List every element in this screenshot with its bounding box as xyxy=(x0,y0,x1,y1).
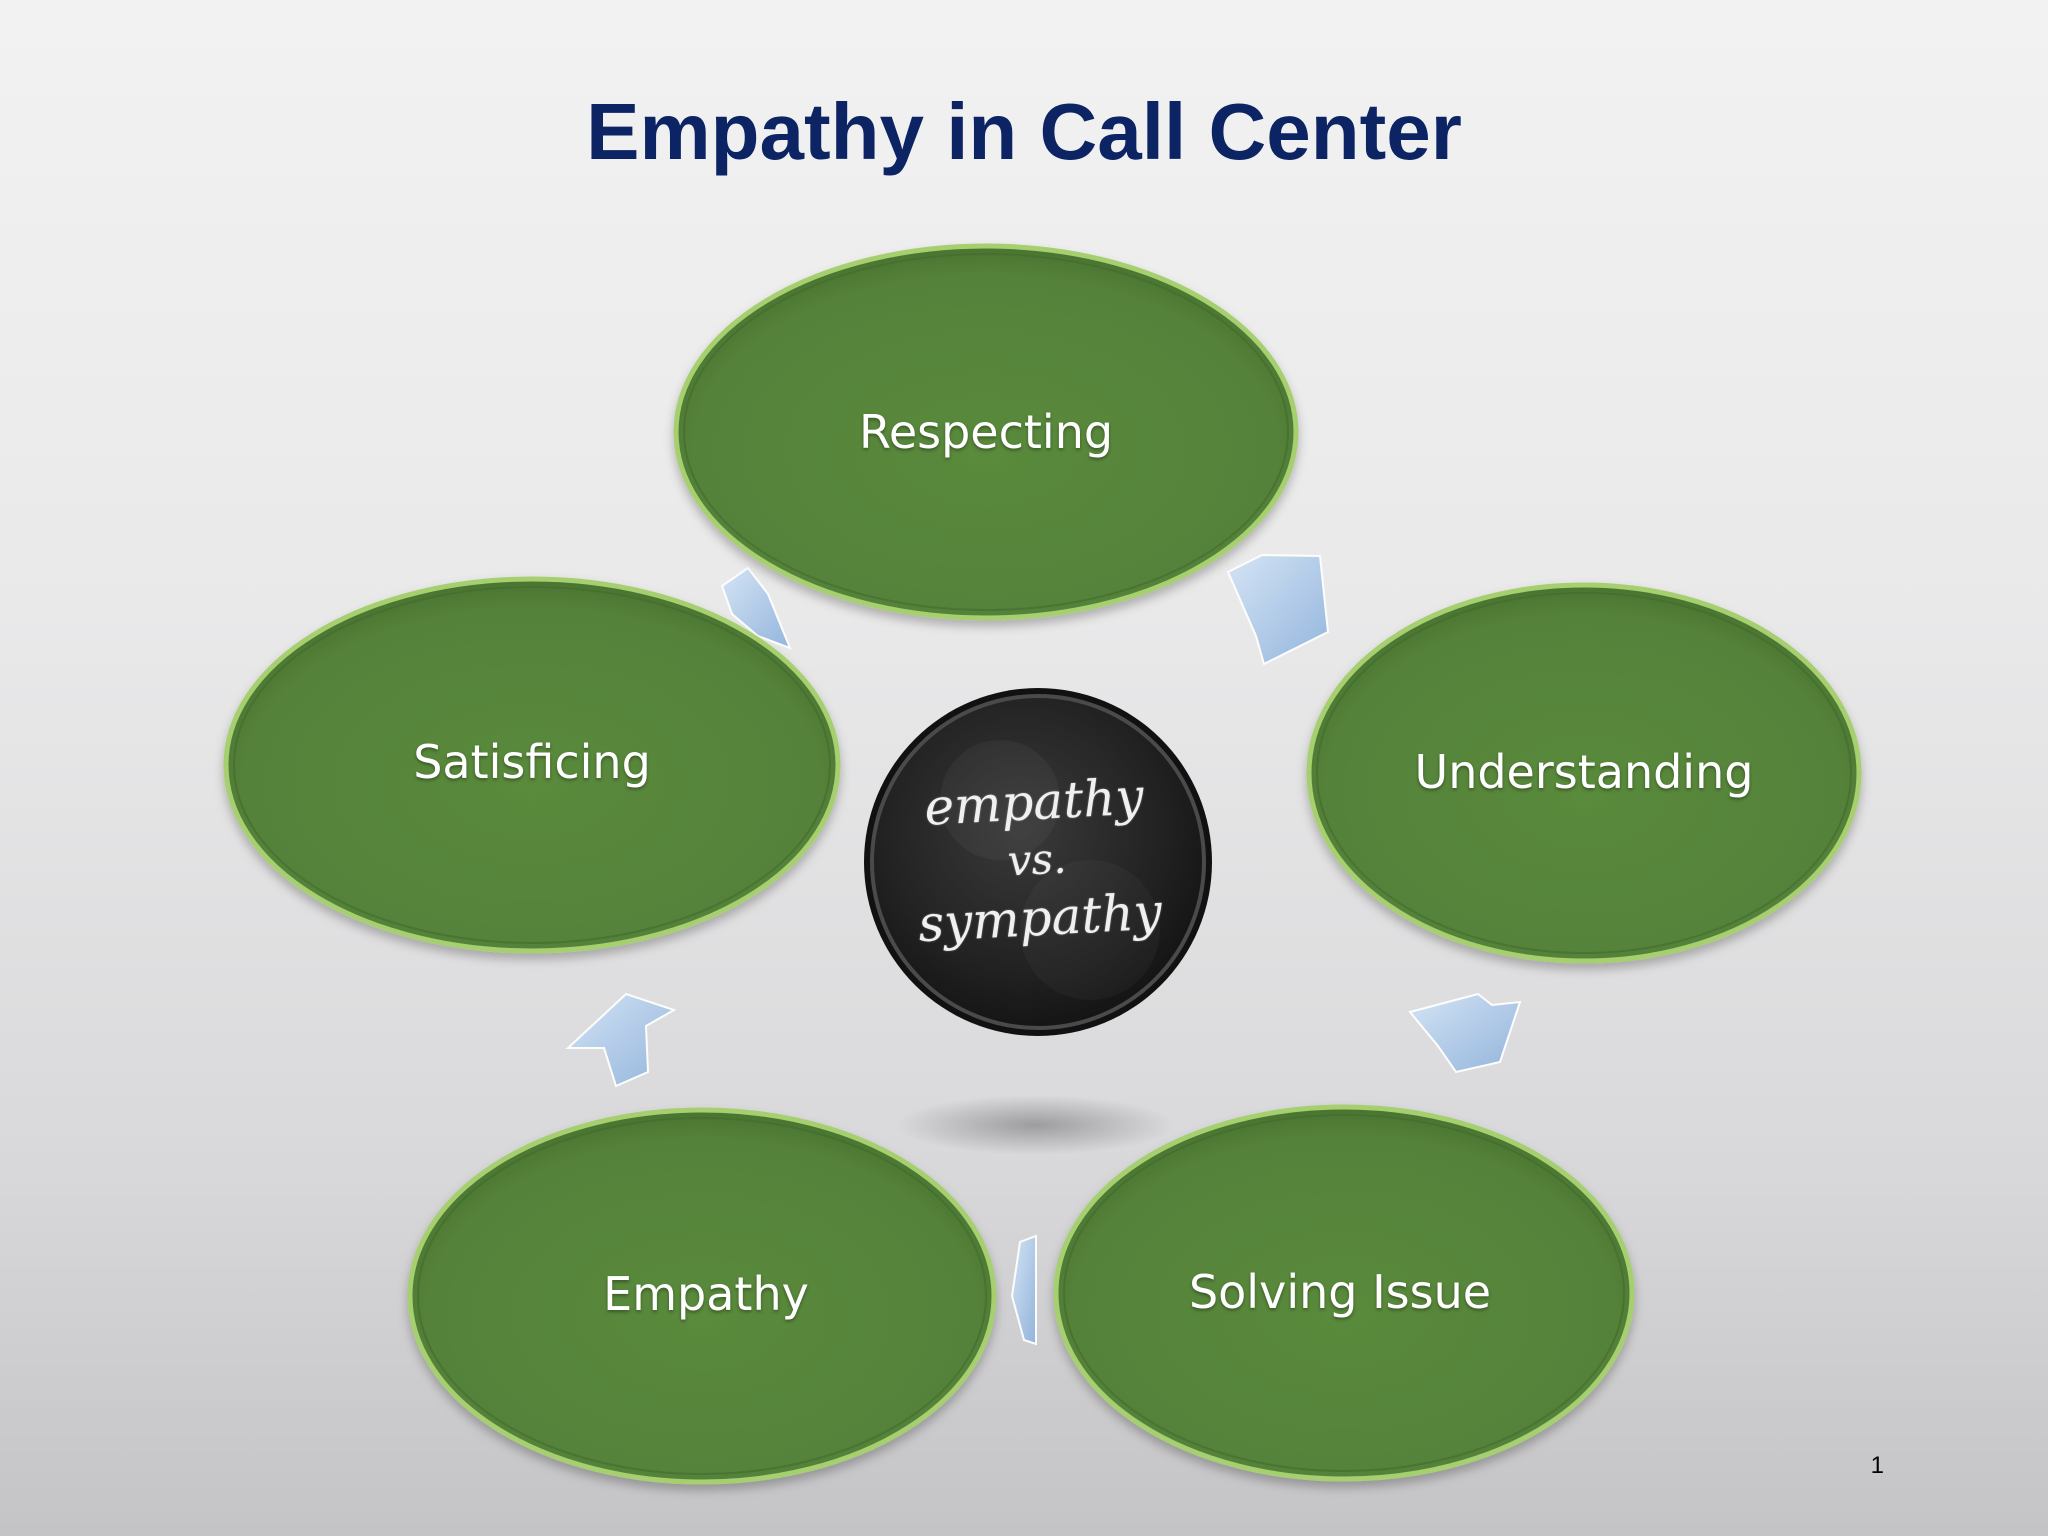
node-empathy xyxy=(407,1107,997,1485)
node-understanding xyxy=(1306,582,1862,964)
node-label-satisficing: Satisficing xyxy=(413,735,651,789)
page-number: 1 xyxy=(1870,1452,1884,1479)
node-label-understanding: Understanding xyxy=(1414,745,1754,799)
arrow-empathy-to-satisficing xyxy=(565,992,677,1088)
node-label-respecting: Respecting xyxy=(858,405,1114,459)
node-label-empathy: Empathy xyxy=(603,1267,809,1321)
node-satisficing xyxy=(223,576,841,954)
node-solving-issue xyxy=(1053,1104,1635,1482)
arrow-satisficing-to-respecting xyxy=(720,566,792,650)
arrow-understanding-to-solving xyxy=(1408,992,1522,1074)
node-label-solving-issue: Solving Issue xyxy=(1188,1265,1492,1319)
arrow-solving-to-empathy xyxy=(1010,1234,1037,1346)
center-image-empathy-vs-sympathy xyxy=(864,688,1212,1036)
node-respecting xyxy=(673,243,1299,621)
arrow-respecting-to-understanding xyxy=(1226,553,1330,666)
center-shadow xyxy=(895,1095,1175,1155)
slide-title: Empathy in Call Center xyxy=(586,87,1462,176)
center-image-text: empathy vs. sympathy xyxy=(873,762,1202,959)
